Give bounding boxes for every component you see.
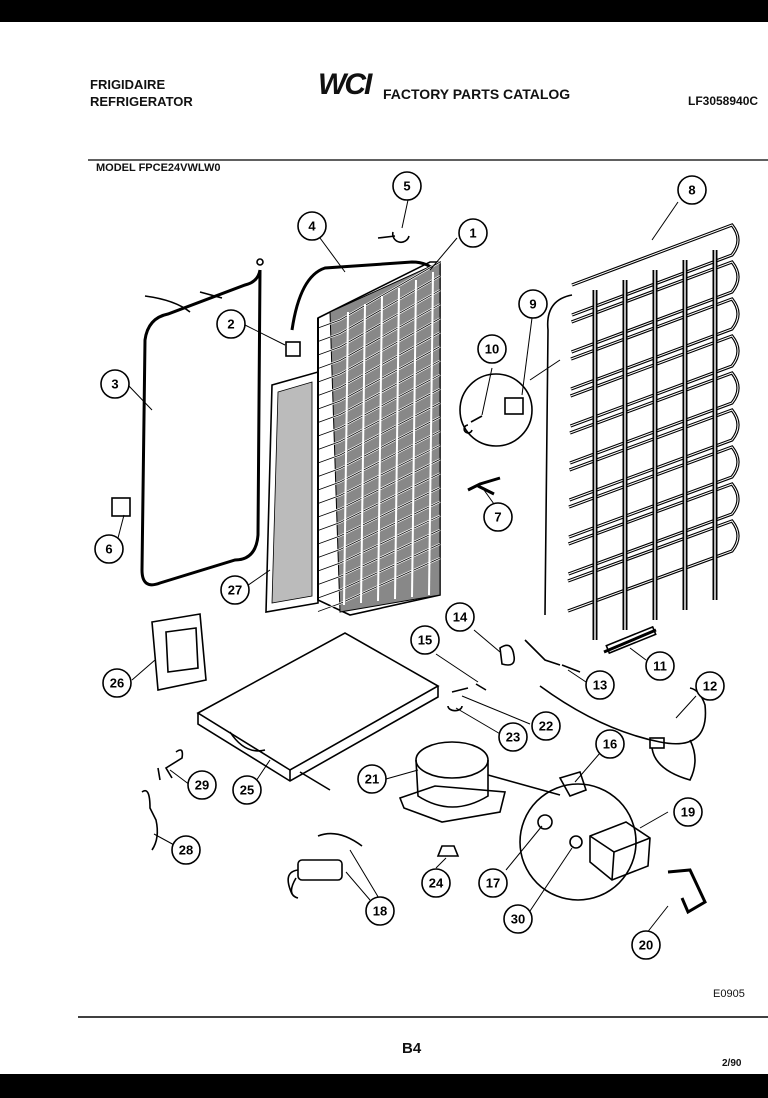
callout-21: 21: [357, 764, 387, 794]
callout-label: 11: [653, 659, 667, 674]
clip-20-part: [667, 868, 707, 915]
capacitor-part: [287, 832, 363, 899]
callout-label: 16: [603, 737, 617, 752]
catalog-title: FACTORY PARTS CATALOG: [383, 86, 571, 102]
callout-label: 15: [418, 633, 432, 648]
callout-12: 12: [695, 671, 725, 701]
callout-label: 6: [105, 542, 112, 557]
callout-label: 23: [506, 730, 520, 745]
callout-label: 3: [111, 377, 118, 392]
callout-14: 14: [445, 602, 475, 632]
callout-24: 24: [421, 868, 451, 898]
sensor-part: [377, 231, 410, 244]
callout-label: 2: [227, 317, 234, 332]
callout-label: 26: [110, 676, 124, 691]
callout-22: 22: [531, 711, 561, 741]
connector-icon: [111, 497, 131, 517]
callout-3: 3: [100, 369, 130, 399]
callout-29: 29: [187, 770, 217, 800]
compressor-part: [398, 741, 561, 823]
model-label: MODEL FPCE24VWLW0: [96, 162, 221, 174]
base-tray-part: [196, 632, 440, 791]
callout-label: 27: [228, 583, 242, 598]
wire-28-part: [141, 789, 159, 851]
callout-label: 4: [308, 219, 316, 234]
callout-30: 30: [503, 904, 533, 934]
callout-23: 23: [498, 722, 528, 752]
callout-16: 16: [595, 729, 625, 759]
callout-label: 12: [703, 679, 717, 694]
diagram-code: E0905: [713, 988, 745, 1000]
callout-label: 18: [373, 904, 387, 919]
callout-6: 6: [94, 534, 124, 564]
callout-label: 17: [486, 876, 500, 891]
callout-label: 24: [429, 876, 444, 891]
callout-9: 9: [518, 289, 548, 319]
wire-29-part: [157, 749, 184, 781]
relay-part: [558, 771, 588, 797]
page-number: B4: [402, 1040, 422, 1057]
callout-label: 19: [681, 805, 695, 820]
callout-8: 8: [677, 175, 707, 205]
callout-1: 1: [458, 218, 488, 248]
callout-label: 10: [485, 342, 499, 357]
callout-5: 5: [392, 171, 422, 201]
callout-17: 17: [478, 868, 508, 898]
detail-circle: [459, 373, 533, 447]
overload-part: [589, 821, 651, 881]
callout-28: 28: [171, 835, 201, 865]
callout-18: 18: [365, 896, 395, 926]
callout-10: 10: [477, 334, 507, 364]
callout-25: 25: [232, 775, 262, 805]
callout-label: 29: [195, 778, 209, 793]
callout-label: 28: [179, 843, 193, 858]
callout-label: 21: [365, 772, 379, 787]
callout-19: 19: [673, 797, 703, 827]
callout-13: 13: [585, 670, 615, 700]
power-cord-part: [539, 685, 707, 781]
revision-date: 2/90: [722, 1058, 742, 1069]
bracket-26-part: [151, 613, 207, 691]
callout-27: 27: [220, 575, 250, 605]
electrical-detail-circle: [519, 783, 637, 901]
catalog-number: LF3058940C: [688, 94, 759, 108]
callout-label: 20: [639, 938, 653, 953]
evaporator-part: [317, 261, 441, 616]
callout-4: 4: [297, 211, 327, 241]
wire-harness-part: [111, 258, 264, 587]
callout-label: 9: [529, 297, 536, 312]
product-label: REFRIGERATOR: [90, 94, 193, 109]
callout-label: 25: [240, 783, 254, 798]
filter-panel-part: [265, 370, 319, 613]
callout-label: 13: [593, 678, 607, 693]
wci-logo: WCI: [318, 68, 372, 101]
callout-label: 22: [539, 719, 553, 734]
clip-7-part: [467, 476, 501, 496]
callout-label: 30: [511, 912, 525, 927]
grommet-part: [436, 845, 460, 857]
callout-7: 7: [483, 502, 513, 532]
callout-label: 8: [688, 183, 695, 198]
callout-11: 11: [645, 651, 675, 681]
callout-label: 14: [453, 610, 468, 625]
callout-label: 1: [469, 226, 476, 241]
callout-2: 2: [216, 309, 246, 339]
callout-15: 15: [410, 625, 440, 655]
brand-label: FRIGIDAIRE: [90, 77, 166, 92]
callout-label: 7: [494, 510, 501, 525]
callout-20: 20: [631, 930, 661, 960]
callout-label: 5: [403, 179, 410, 194]
condenser-coil-part: [544, 223, 740, 640]
bracket-part: [285, 341, 301, 357]
callout-group: 1234567891011121314151617181920212223242…: [94, 171, 725, 960]
callout-26: 26: [102, 668, 132, 698]
clip-part: [504, 397, 524, 415]
drier-part: [603, 628, 657, 654]
